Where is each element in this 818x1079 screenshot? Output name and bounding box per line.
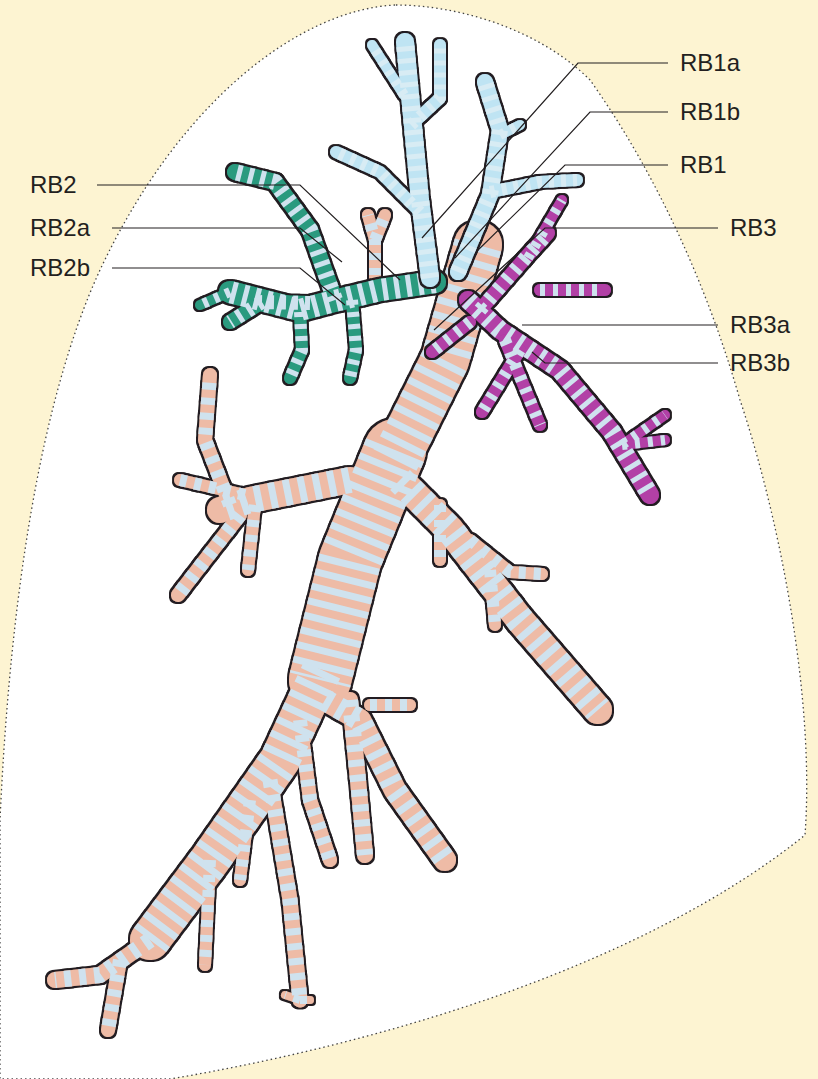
segment-label: RB1b — [680, 98, 740, 126]
leader-line — [532, 352, 718, 363]
leader-line — [522, 324, 718, 325]
segment-rb2 — [200, 172, 435, 378]
leader-line — [422, 63, 668, 238]
segment-label: RB2b — [30, 254, 90, 282]
lung-outline — [0, 5, 807, 1079]
segment-label: RB1a — [680, 49, 740, 77]
leader-line — [455, 112, 668, 258]
segment-label: RB2 — [30, 171, 77, 199]
leader-lines — [97, 63, 718, 363]
segment-label: RB1 — [680, 151, 727, 179]
leader-line — [112, 228, 342, 262]
leader-line — [97, 185, 400, 280]
leader-line — [112, 268, 345, 305]
segment-label: RB2a — [30, 214, 90, 242]
segment-label: RB3b — [730, 349, 790, 377]
segment-label: RB3 — [730, 214, 777, 242]
leader-line — [434, 228, 718, 330]
leader-line — [476, 165, 668, 252]
segment-label: RB3a — [730, 311, 790, 339]
